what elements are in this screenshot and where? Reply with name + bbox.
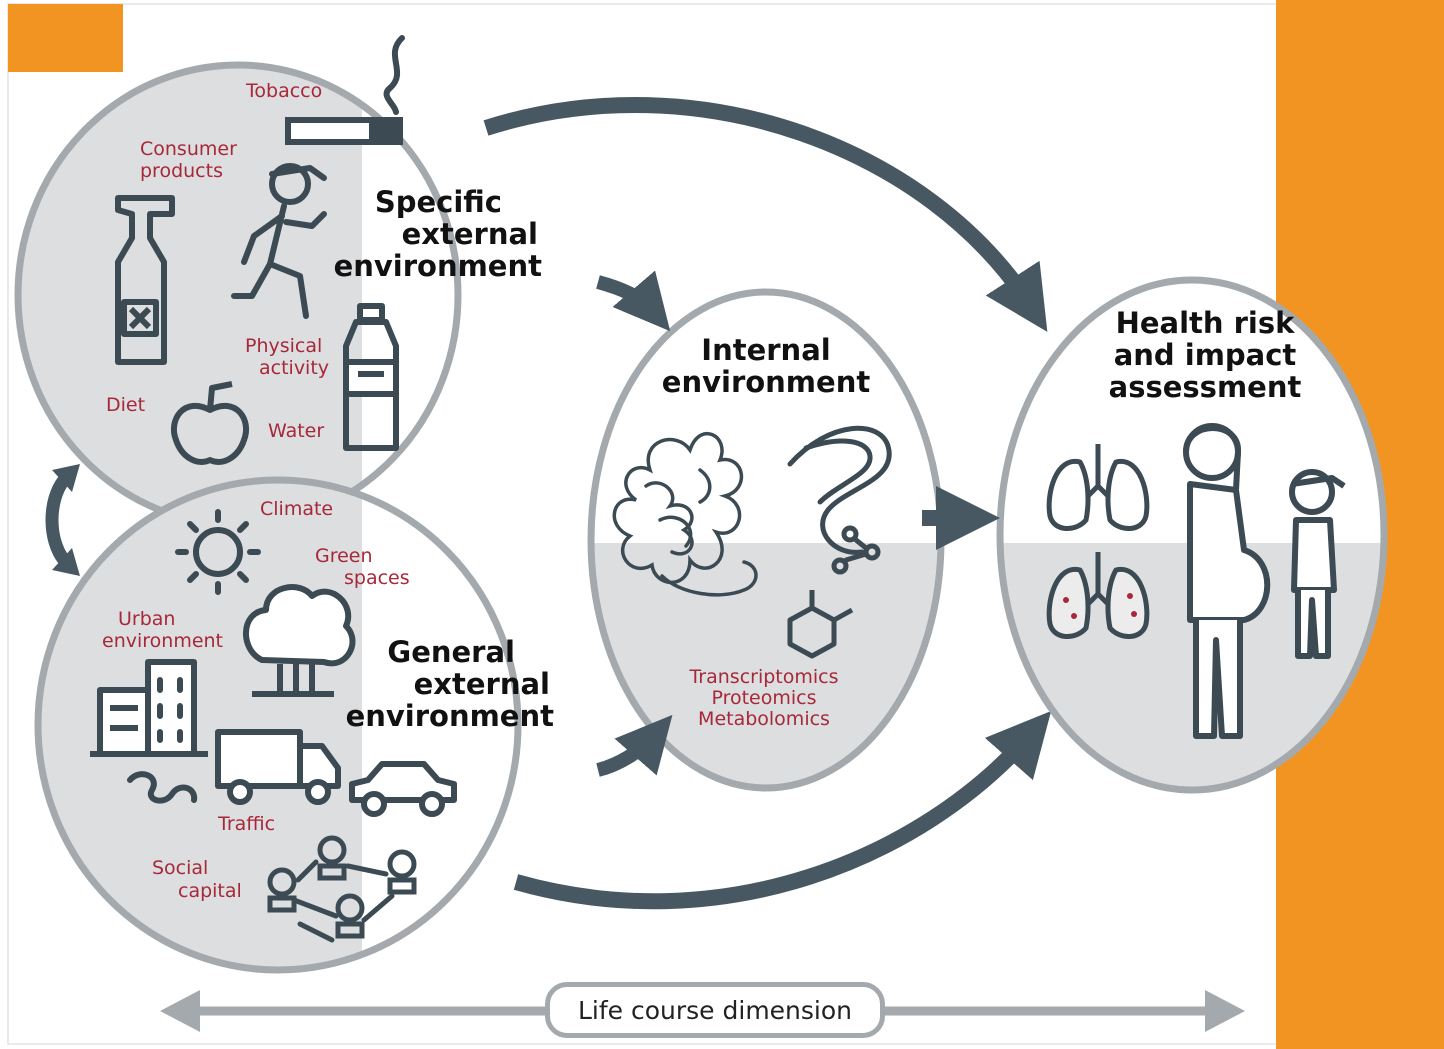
truck-icon <box>215 729 341 805</box>
runner-icon <box>231 163 327 319</box>
internal-environment-circle <box>587 288 945 792</box>
buildings-icon <box>90 659 208 757</box>
label-metabolomics: Metabolomics <box>698 708 830 730</box>
title-internal-1: Internal <box>701 333 831 367</box>
water-bottle-icon <box>343 303 399 451</box>
label-green-spaces-1: Green <box>315 545 373 567</box>
arrow-general-to-internal <box>596 714 673 777</box>
life-course-label: Life course dimension <box>545 982 885 1038</box>
title-general-2: external <box>413 667 550 701</box>
protein-icon <box>612 431 758 597</box>
cigarette-icon <box>285 35 405 145</box>
label-consumer-products-1: Consumer <box>140 138 237 160</box>
title-internal-2: environment <box>661 365 871 399</box>
title-specific-2: external <box>401 217 538 251</box>
tree-icon <box>243 584 356 697</box>
apple-icon <box>171 381 249 465</box>
label-water: Water <box>268 420 325 442</box>
title-general-3: environment <box>345 699 554 733</box>
label-consumer-products-2: products <box>140 160 223 182</box>
arrow-specific-to-internal <box>596 270 671 332</box>
title-health-2: and impact <box>1113 338 1297 372</box>
molecule-icon <box>787 590 854 659</box>
rna-strand-icon <box>787 425 892 575</box>
label-diet: Diet <box>106 394 146 416</box>
title-specific-1: Specific <box>374 185 502 219</box>
car-icon <box>349 761 457 817</box>
label-traffic: Traffic <box>218 813 276 835</box>
title-general-1: General <box>387 635 515 669</box>
healthy-lungs-icon <box>1046 444 1150 531</box>
social-network-icon <box>267 835 417 943</box>
label-tobacco: Tobacco <box>246 80 323 102</box>
label-climate: Climate <box>260 498 334 520</box>
arrow-general-to-health <box>513 710 1052 910</box>
diseased-lungs-icon <box>1046 552 1150 639</box>
title-specific-3: environment <box>333 249 542 283</box>
title-health-3: assessment <box>1108 370 1302 404</box>
child-icon <box>1289 469 1346 659</box>
arrow-specific-to-health <box>483 97 1048 332</box>
title-health-1: Health risk <box>1115 306 1295 340</box>
sun-icon <box>175 509 261 595</box>
label-urban-environment-2: environment <box>102 630 224 652</box>
label-urban-environment-1: Urban <box>118 608 176 630</box>
label-physical-activity-2: activity <box>259 357 330 379</box>
label-green-spaces-2: spaces <box>344 567 410 589</box>
label-social-capital-1: Social <box>152 857 209 879</box>
spray-bottle-icon <box>115 195 175 365</box>
smoke-pollution-icon <box>127 771 198 804</box>
label-proteomics: Proteomics <box>711 687 817 709</box>
label-physical-activity-1: Physical <box>245 335 323 357</box>
label-social-capital-2: capital <box>178 880 242 902</box>
bidirectional-arrow <box>45 464 80 576</box>
orange-corner-block <box>8 4 123 72</box>
label-transcriptomics: Transcriptomics <box>689 666 839 688</box>
pregnant-woman-icon <box>1183 423 1271 739</box>
